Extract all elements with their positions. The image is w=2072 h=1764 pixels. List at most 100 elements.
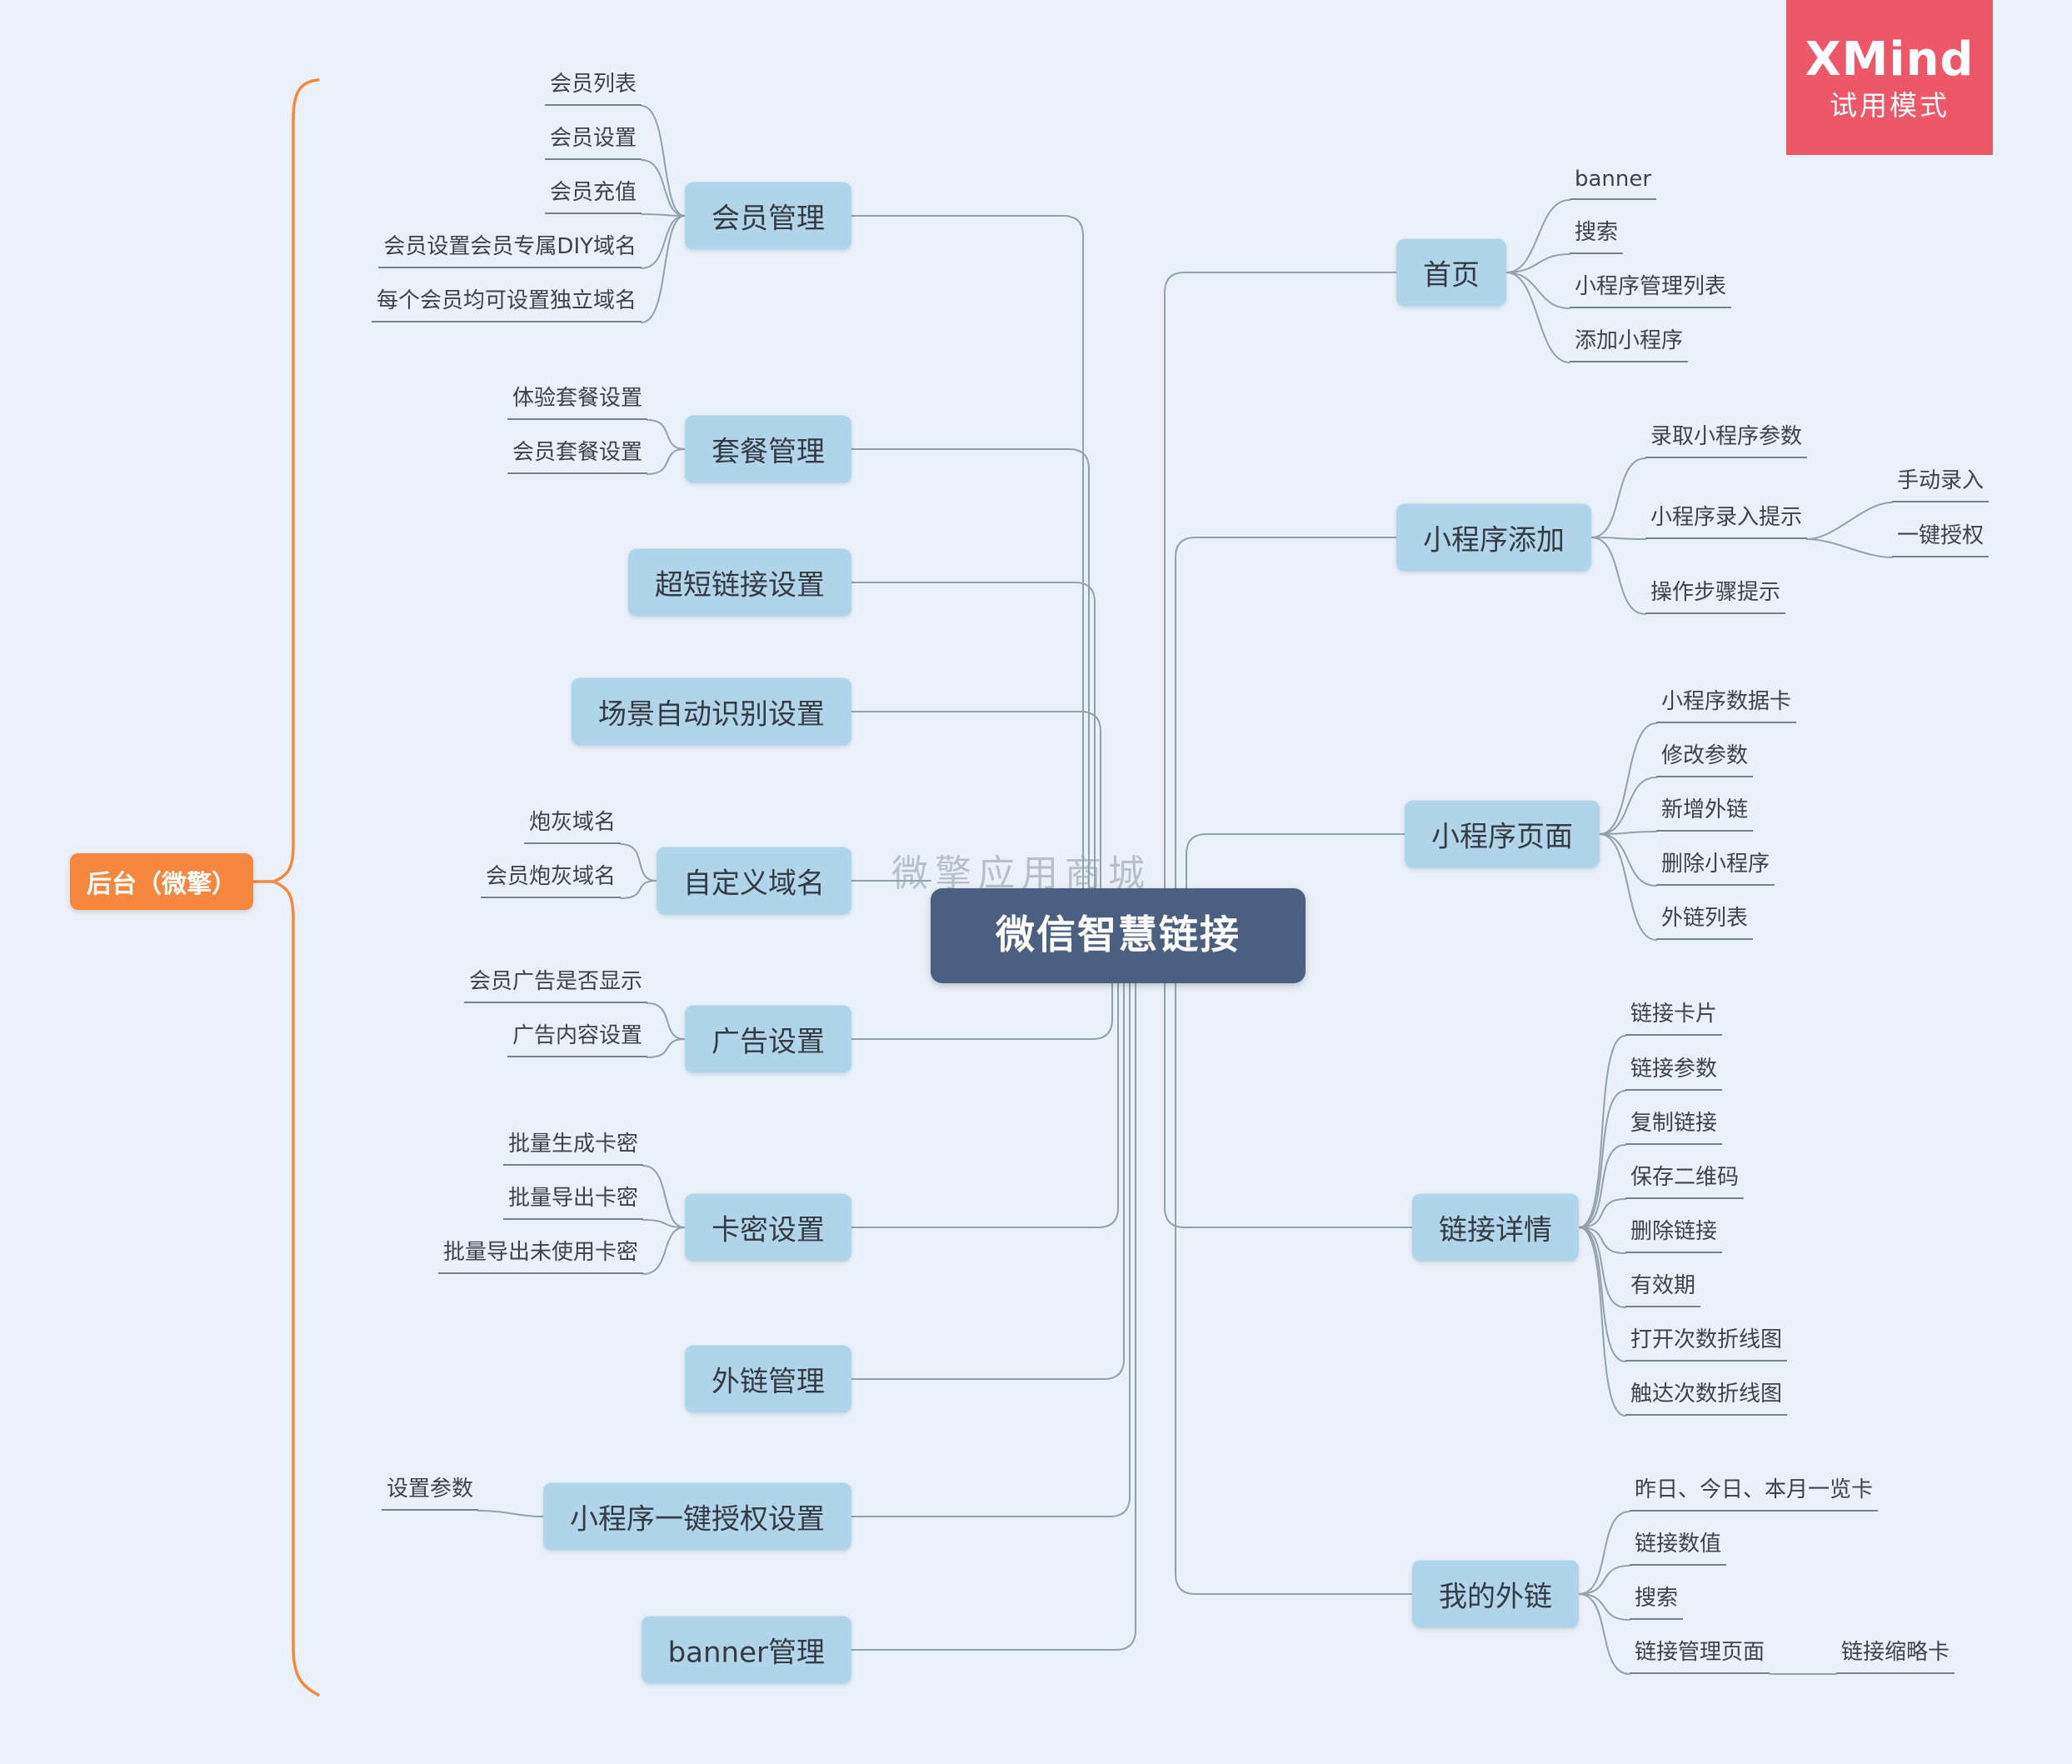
left-leaf-0-4[interactable]: 每个会员均可设置独立域名 xyxy=(371,283,642,322)
right-leaf-3-2[interactable]: 复制链接 xyxy=(1625,1106,1723,1145)
left-topic-4[interactable]: 自定义域名 xyxy=(657,847,851,915)
leaf-line-left-0-4 xyxy=(641,215,686,323)
right-leaf-0-1[interactable]: 搜索 xyxy=(1570,215,1624,254)
right-leaf-3-0[interactable]: 链接卡片 xyxy=(1625,997,1723,1036)
right-leaf-3-3[interactable]: 保存二维码 xyxy=(1625,1160,1745,1199)
left-leaf-5-0[interactable]: 会员广告是否显示 xyxy=(463,964,647,1003)
left-topic-3[interactable]: 场景自动识别设置 xyxy=(572,677,851,746)
right-subleaf-1-1-0[interactable]: 手动录入 xyxy=(1892,463,1990,502)
left-leaf-4-1[interactable]: 会员炮灰域名 xyxy=(480,859,621,898)
leaf-line-left-8-0 xyxy=(477,1510,544,1517)
leaf-line-left-0-2 xyxy=(641,213,686,217)
right-leaf-4-2[interactable]: 搜索 xyxy=(1630,1581,1684,1620)
right-leaf-2-3[interactable]: 删除小程序 xyxy=(1656,847,1775,886)
leaf-line-right-1-1 xyxy=(1590,537,1646,540)
left-topic-5[interactable]: 广告设置 xyxy=(685,1005,851,1073)
leaf-line-right-3-0 xyxy=(1578,1035,1626,1228)
branch-line-left-3 xyxy=(851,711,1101,889)
xmind-logo: XMind xyxy=(1805,32,1975,87)
left-leaf-0-2[interactable]: 会员充值 xyxy=(544,175,642,214)
branch-line-left-8 xyxy=(851,982,1131,1517)
right-leaf-0-3[interactable]: 添加小程序 xyxy=(1570,323,1689,362)
leaf-line-left-4-1 xyxy=(620,880,657,899)
left-leaf-1-0[interactable]: 体验套餐设置 xyxy=(507,381,647,420)
right-topic-2[interactable]: 小程序页面 xyxy=(1405,800,1600,868)
right-leaf-2-0[interactable]: 小程序数据卡 xyxy=(1656,684,1797,723)
leaf-line-left-6-1 xyxy=(642,1219,686,1228)
right-subleaf-4-3-0[interactable]: 链接缩略卡 xyxy=(1836,1635,1955,1674)
leaf-line-right-1-0 xyxy=(1590,457,1646,538)
left-topic-0[interactable]: 会员管理 xyxy=(685,182,851,250)
right-topic-4[interactable]: 我的外链 xyxy=(1412,1560,1579,1628)
right-leaf-0-2[interactable]: 小程序管理列表 xyxy=(1570,269,1732,308)
right-leaf-4-0[interactable]: 昨日、今日、本月一览卡 xyxy=(1630,1472,1879,1512)
xmind-trial-badge[interactable]: XMind 试用模式 xyxy=(1786,0,1993,155)
left-leaf-6-1[interactable]: 批量导出卡密 xyxy=(502,1181,643,1220)
branch-line-right-4 xyxy=(1175,982,1413,1595)
leaf-line-left-5-1 xyxy=(647,1038,686,1058)
watermark: 微擎应用商城 xyxy=(891,852,1151,895)
leaf-line-right-3-7 xyxy=(1578,1227,1626,1417)
leaf-line-left-0-1 xyxy=(641,159,686,217)
leaf-line-left-4-0 xyxy=(620,843,657,882)
leaf-line-right-2-1 xyxy=(1599,777,1657,835)
left-leaf-0-1[interactable]: 会员设置 xyxy=(544,121,642,160)
branch-line-left-2 xyxy=(851,582,1096,889)
left-topic-1[interactable]: 套餐管理 xyxy=(685,415,851,483)
left-topic-9[interactable]: banner管理 xyxy=(641,1616,851,1684)
right-leaf-4-3[interactable]: 链接管理页面 xyxy=(1630,1635,1770,1674)
leaf-line-left-6-2 xyxy=(642,1227,686,1275)
right-subleaf-1-1-1[interactable]: 一键授权 xyxy=(1892,518,1990,557)
right-leaf-3-7[interactable]: 触达次数折线图 xyxy=(1625,1377,1788,1416)
right-leaf-4-1[interactable]: 链接数值 xyxy=(1630,1527,1727,1566)
left-leaf-5-1[interactable]: 广告内容设置 xyxy=(507,1018,647,1057)
leaf-line-left-0-0 xyxy=(641,105,686,217)
leaf-line-right-3-1 xyxy=(1578,1090,1626,1228)
leaf-line-left-5-0 xyxy=(647,1002,686,1040)
right-leaf-3-1[interactable]: 链接参数 xyxy=(1625,1052,1723,1091)
left-topic-8[interactable]: 小程序一键授权设置 xyxy=(543,1482,851,1551)
left-topic-2[interactable]: 超短链接设置 xyxy=(628,548,851,617)
right-leaf-0-0[interactable]: banner xyxy=(1570,167,1657,200)
leaf-line-right-3-5 xyxy=(1578,1227,1626,1308)
left-leaf-6-0[interactable]: 批量生成卡密 xyxy=(502,1127,643,1166)
right-leaf-2-4[interactable]: 外链列表 xyxy=(1656,901,1754,940)
right-topic-3[interactable]: 链接详情 xyxy=(1412,1193,1579,1262)
left-leaf-8-0[interactable]: 设置参数 xyxy=(381,1472,478,1511)
left-leaf-0-3[interactable]: 会员设置会员专属DIY域名 xyxy=(378,229,642,268)
left-topic-7[interactable]: 外链管理 xyxy=(685,1345,851,1413)
right-leaf-1-2[interactable]: 操作步骤提示 xyxy=(1645,575,1786,614)
right-leaf-2-1[interactable]: 修改参数 xyxy=(1656,738,1754,777)
right-leaf-3-4[interactable]: 删除链接 xyxy=(1625,1214,1723,1253)
left-leaf-4-0[interactable]: 炮灰域名 xyxy=(523,805,621,844)
branch-line-left-7 xyxy=(851,982,1125,1380)
left-topic-6[interactable]: 卡密设置 xyxy=(685,1193,851,1262)
leaf-line-right-0-3 xyxy=(1505,272,1570,363)
branch-line-left-6 xyxy=(851,982,1119,1228)
leaf-line-left-1-0 xyxy=(647,419,686,450)
left-leaf-1-1[interactable]: 会员套餐设置 xyxy=(507,435,647,474)
central-topic[interactable]: 微信智慧链接 xyxy=(931,888,1306,983)
subleaf-line-right-1-1 xyxy=(1806,538,1893,558)
right-topic-0[interactable]: 首页 xyxy=(1396,238,1506,307)
root-topic-backend[interactable]: 后台（微擎） xyxy=(70,853,253,910)
leaf-line-right-0-0 xyxy=(1505,199,1570,273)
branch-line-right-2 xyxy=(1186,833,1405,889)
left-leaf-6-2[interactable]: 批量导出未使用卡密 xyxy=(437,1235,643,1274)
left-leaf-0-0[interactable]: 会员列表 xyxy=(544,67,642,106)
right-leaf-2-2[interactable]: 新增外链 xyxy=(1656,792,1754,832)
right-leaf-1-0[interactable]: 录取小程序参数 xyxy=(1645,419,1808,458)
leaf-line-right-3-2 xyxy=(1578,1144,1626,1228)
right-leaf-3-5[interactable]: 有效期 xyxy=(1625,1268,1701,1307)
right-topic-1[interactable]: 小程序添加 xyxy=(1396,503,1591,572)
branch-line-right-0 xyxy=(1164,272,1397,889)
leaf-line-right-4-2 xyxy=(1578,1593,1630,1621)
leaf-line-left-0-3 xyxy=(641,215,686,269)
leaf-line-right-3-6 xyxy=(1578,1227,1626,1362)
leaf-line-right-2-2 xyxy=(1599,831,1657,835)
branch-line-left-1 xyxy=(851,448,1090,889)
right-leaf-3-6[interactable]: 打开次数折线图 xyxy=(1625,1322,1788,1362)
right-leaf-1-1[interactable]: 小程序录入提示 xyxy=(1645,500,1808,539)
